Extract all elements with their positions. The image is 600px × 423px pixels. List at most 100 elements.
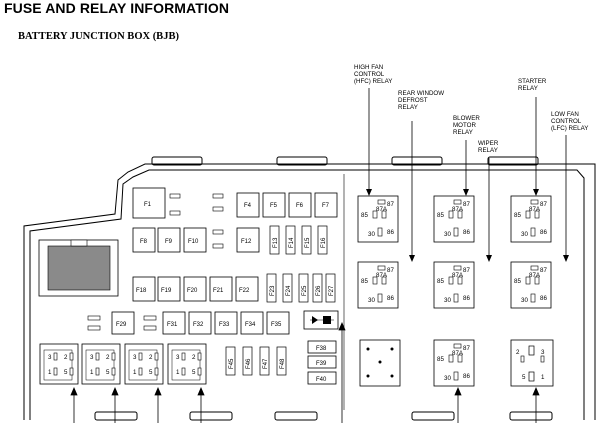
pin-label: 86 <box>387 295 394 302</box>
pin-label: 85 <box>361 212 368 219</box>
standard-relay-group: 87 85 87A 30 86 87 85 87A 30 86 87 85 87A 30 86 87 85 87A… <box>357 195 552 387</box>
pin-label: 87A <box>452 350 464 357</box>
fuse-f13-label: F13 <box>273 237 279 248</box>
relay-bottom-right: 2 3 5 1 <box>510 339 554 387</box>
fuse-row-vertical-low <box>225 346 287 376</box>
fuse-f5-label: F5 <box>270 203 278 209</box>
fuse-f34-label: F34 <box>245 322 256 328</box>
pin-label: 3 <box>541 349 545 356</box>
pin-label: 86 <box>540 295 547 302</box>
pin-label: 87 <box>387 201 394 208</box>
pin-label: 1 <box>90 369 94 376</box>
pin-label: 2 <box>192 354 196 361</box>
pin-label: 30 <box>444 231 451 238</box>
fuse-f29-label: F29 <box>116 322 127 328</box>
pin-label: 85 <box>437 356 444 363</box>
diode-block <box>303 310 339 330</box>
fuse-f10-label: F10 <box>188 239 199 245</box>
pin-label: 5 <box>192 369 196 376</box>
relay-hfc: 87 85 87A 30 86 <box>357 195 399 243</box>
pin-label: 5 <box>64 369 68 376</box>
fuse-f8-label: F8 <box>140 239 148 245</box>
fuse-f33-label: F33 <box>219 322 230 328</box>
pin-label: 86 <box>463 373 470 380</box>
pin-label: 3 <box>133 354 137 361</box>
housing-outline <box>23 156 596 421</box>
fuse-f4-label: F4 <box>244 203 252 209</box>
pin-label: 1 <box>541 374 545 381</box>
pin-label: 87 <box>387 267 394 274</box>
fuse-slot-a <box>212 193 224 199</box>
pin-label: 87A <box>376 272 388 279</box>
pin-label: 2 <box>516 349 520 356</box>
pin-label: 30 <box>368 231 375 238</box>
fuse-f35-label: F35 <box>271 322 282 328</box>
pin-label: 85 <box>514 278 521 285</box>
fuse-row-f8 <box>132 227 207 253</box>
pin-label: 87A <box>529 206 541 213</box>
fuse-f27-label: F27 <box>329 285 335 296</box>
pin-label: 87 <box>463 267 470 274</box>
pin-label: 2 <box>64 354 68 361</box>
fuse-f45-label: F45 <box>229 358 235 369</box>
fuse-f21-label: F21 <box>213 288 224 294</box>
fuse-f40-label: F40 <box>316 377 327 383</box>
pin-label: 86 <box>540 229 547 236</box>
fuse-f26-label: F26 <box>316 285 322 296</box>
pin-label: 87A <box>452 272 464 279</box>
pin-label: 87 <box>540 201 547 208</box>
pin-label: 3 <box>90 354 94 361</box>
fuse-f18-label: F18 <box>136 288 147 294</box>
fuse-f46-label: F46 <box>246 358 252 369</box>
fuse-f39-label: F39 <box>316 361 327 367</box>
pin-label: 87 <box>463 201 470 208</box>
pin-label: 86 <box>387 229 394 236</box>
pin-label: 3 <box>176 354 180 361</box>
pin-label: 85 <box>514 212 521 219</box>
pin-label: 85 <box>361 278 368 285</box>
pin-label: 87 <box>463 345 470 352</box>
fuse-f32-label: F32 <box>193 322 204 328</box>
pin-label: 30 <box>521 231 528 238</box>
relay-lower-mid: 87 85 87A 30 86 <box>433 339 475 387</box>
pin-label: 86 <box>463 295 470 302</box>
pin-label: 2 <box>106 354 110 361</box>
bottom-leaders <box>70 321 540 423</box>
pin-label: 30 <box>444 375 451 382</box>
fuse-f1 <box>132 187 166 219</box>
fuse-f3 <box>169 210 181 216</box>
pin-label: 86 <box>463 229 470 236</box>
pin-label: 87A <box>452 206 464 213</box>
pin-label: 30 <box>521 297 528 304</box>
fuse-row-f29 <box>111 311 290 335</box>
fuse-row-f18 <box>132 276 259 302</box>
pin-label: 3 <box>48 354 52 361</box>
pin-label: 87A <box>376 206 388 213</box>
fuse-f7-label: F7 <box>322 203 330 209</box>
page-title: FUSE AND RELAY INFORMATION <box>4 0 230 16</box>
fuse-f24-label: F24 <box>286 285 292 296</box>
pin-label: 5 <box>149 369 153 376</box>
relay-starter: 87 85 87A 30 86 <box>510 195 552 243</box>
fuse-row-f38 <box>307 340 337 385</box>
pin-label: 85 <box>437 212 444 219</box>
fuse-row-vertical-top <box>269 225 328 255</box>
relay-blower: 87 85 87A 30 86 <box>433 195 475 243</box>
fuse-f14-label: F14 <box>289 237 295 248</box>
